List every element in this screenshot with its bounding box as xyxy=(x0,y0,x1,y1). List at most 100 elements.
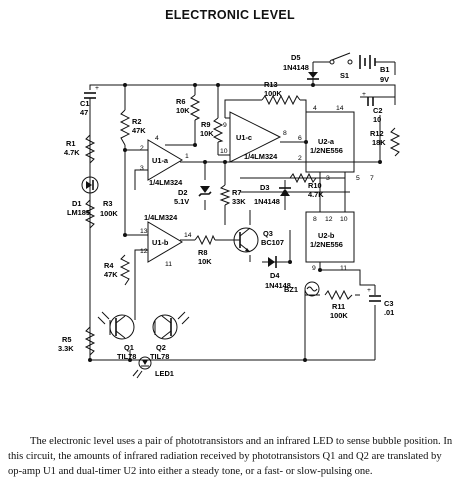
c2-label: C2 xyxy=(373,106,382,115)
u1a-pin3: 3 xyxy=(140,165,144,172)
u2b-pin9: 9 xyxy=(312,265,316,272)
u1b-pin11: 11 xyxy=(165,261,172,268)
caption-text: The electronic level uses a pair of phot… xyxy=(8,436,453,477)
r4-label: R4 xyxy=(104,261,114,270)
resistor-r3 xyxy=(84,199,96,229)
q3-label: Q3 xyxy=(263,229,273,238)
u1b-label: U1-b xyxy=(152,238,169,247)
u2b-pin12: 12 xyxy=(325,216,333,223)
diode-d4 xyxy=(268,256,277,268)
r9-label: R9 xyxy=(201,120,210,129)
u1a-pin2: 2 xyxy=(140,145,144,152)
u2a-label: U2-a xyxy=(318,137,335,146)
u2b-pin8: 8 xyxy=(313,216,317,223)
r10-value: 4.7K xyxy=(308,190,324,199)
capacitor-c2 xyxy=(367,97,374,106)
d2-label: D2 xyxy=(178,188,187,197)
u2a-pin4: 4 xyxy=(313,105,317,112)
d5-value: 1N4148 xyxy=(283,63,309,72)
u1a-pin1: 1 xyxy=(185,153,189,160)
phototransistor-q2 xyxy=(152,311,190,340)
r11-label: R11 xyxy=(332,302,345,311)
resistor-r5 xyxy=(84,326,96,356)
diode-d3 xyxy=(279,187,291,196)
wiring xyxy=(89,61,396,361)
u2a-pin7: 7 xyxy=(370,175,374,182)
c1-plus: + xyxy=(95,85,99,92)
b1-value: 9V xyxy=(380,75,389,84)
opamp-u1a xyxy=(147,139,183,181)
capacitor-c1 xyxy=(84,92,96,110)
r8-value: 10K xyxy=(198,257,212,266)
r9-value: 10K xyxy=(200,129,214,138)
u1a-label: U1-a xyxy=(152,156,169,165)
u2a-pin5: 5 xyxy=(356,175,360,182)
r6-value: 10K xyxy=(176,106,190,115)
d1-value: LM185 xyxy=(67,208,90,217)
resistor-r4 xyxy=(119,254,131,286)
led1-label: LED1 xyxy=(155,369,174,378)
u1c-pin9: 9 xyxy=(223,122,227,129)
d5-label: D5 xyxy=(291,53,300,62)
r12-label: R12 xyxy=(370,129,384,138)
resistor-r13 xyxy=(261,94,301,106)
r12-value: 18K xyxy=(372,138,386,147)
timer-u2a xyxy=(305,111,355,173)
r8-label: R8 xyxy=(198,248,207,257)
u2b-label: U2-b xyxy=(318,231,335,240)
circuit-schematic: D5 1N4148 S1 B1 9V + C1 47 + C2 10 R13 1… xyxy=(58,52,401,379)
r13-label: R13 xyxy=(264,80,278,89)
r7-value: 33K xyxy=(232,197,246,206)
q2-value: TIL78 xyxy=(150,352,169,361)
u2b-pin10: 10 xyxy=(340,216,348,223)
transistor-q3 xyxy=(232,227,259,253)
u1b-pin14: 14 xyxy=(184,232,192,239)
u1c-pin10: 10 xyxy=(220,148,228,155)
d2-value: 5.1V xyxy=(174,197,189,206)
d3-label: D3 xyxy=(260,183,269,192)
figure-caption: The electronic level uses a pair of phot… xyxy=(8,434,454,479)
opamp-u1b xyxy=(147,221,183,263)
capacitor-c3 xyxy=(369,295,381,302)
c2-value: 10 xyxy=(373,115,381,124)
u1a-pin4: 4 xyxy=(155,135,159,142)
phototransistor-q1 xyxy=(97,311,135,340)
r5-value: 3.3K xyxy=(58,344,74,353)
r7-label: R7 xyxy=(232,188,241,197)
u1b-pin13: 13 xyxy=(140,228,148,235)
r4-value: 47K xyxy=(104,270,118,279)
resistor-r9 xyxy=(212,117,224,143)
timer-u2b xyxy=(305,211,355,263)
q1-label: Q1 xyxy=(124,343,134,352)
r13-value: 100K xyxy=(264,89,282,98)
u2a-pin2: 2 xyxy=(298,155,302,162)
diode-d5 xyxy=(307,72,319,80)
r6-label: R6 xyxy=(176,97,185,106)
r3-value: 100K xyxy=(100,209,118,218)
opamp-u1c xyxy=(229,111,282,163)
resistor-r8 xyxy=(194,234,216,246)
c1-value: 47 xyxy=(80,108,88,117)
r1-label: R1 xyxy=(66,139,75,148)
resistor-r11 xyxy=(324,289,353,301)
r5-label: R5 xyxy=(62,335,71,344)
c2-plus: + xyxy=(362,91,366,98)
resistor-r1 xyxy=(84,134,96,164)
u1c-label: U1-c xyxy=(236,133,252,142)
d4-value: 1N4148 xyxy=(265,281,291,290)
r10-label: R10 xyxy=(308,181,322,190)
bz1-label: BZ1 xyxy=(284,285,298,294)
c3-value: .01 xyxy=(384,308,394,317)
r2-value: 47K xyxy=(132,126,146,135)
q3-value: BC107 xyxy=(261,238,284,247)
diode-d2 xyxy=(198,186,212,197)
u2a-pin6: 6 xyxy=(298,135,302,142)
switch-s1 xyxy=(329,52,353,65)
r2-label: R2 xyxy=(132,117,141,126)
led-led1 xyxy=(132,356,152,379)
resistor-r12 xyxy=(389,127,401,157)
resistor-r10 xyxy=(289,172,317,184)
d4-label: D4 xyxy=(270,271,280,280)
resistor-r7 xyxy=(219,184,231,206)
c3-label: C3 xyxy=(384,299,393,308)
